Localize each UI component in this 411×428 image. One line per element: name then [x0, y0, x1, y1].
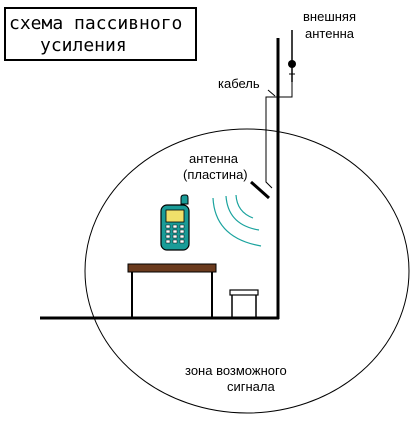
- phone-key: [179, 229, 185, 234]
- signal-waves: [212, 194, 262, 247]
- antenna-head: [288, 60, 296, 68]
- title-line-1: схема пассивного: [9, 13, 182, 34]
- title-box: схема пассивного усиления: [4, 7, 197, 61]
- phone-key: [165, 239, 171, 244]
- title-line-2: усиления: [40, 35, 127, 56]
- title-frame: [4, 7, 197, 61]
- phone-key: [179, 239, 185, 244]
- antenna-icon: [288, 30, 296, 82]
- phone-key: [179, 234, 185, 239]
- phone-antenna-stub: [180, 194, 189, 205]
- mobile-phone-icon: [160, 194, 190, 251]
- signal-wave-3: [212, 197, 262, 247]
- outer-antenna-label-line-1: внешняя: [303, 9, 356, 24]
- phone-key: [172, 234, 178, 239]
- signal-wave-1: [235, 194, 254, 219]
- table-top: [127, 263, 217, 273]
- outer-antenna-label-line-2: антенна: [305, 26, 355, 41]
- phone-key: [165, 224, 171, 229]
- stool-seat: [229, 289, 259, 296]
- phone-key: [165, 234, 171, 239]
- cable-label: кабель: [218, 76, 260, 91]
- phone-keypad: [165, 224, 185, 244]
- inner-antenna-label-line-2: (пластина): [183, 167, 248, 182]
- cable-line: [265, 82, 293, 189]
- cable-pointer: [267, 89, 276, 97]
- stool-icon: [229, 289, 259, 317]
- zone-label-line-2: сигнала: [227, 379, 275, 394]
- signal-zone-ellipse: [84, 128, 410, 414]
- phone-key: [172, 239, 178, 244]
- inner-antenna-label-line-1: антенна: [189, 151, 239, 166]
- phone-key: [179, 224, 185, 229]
- phone-key: [165, 229, 171, 234]
- zone-label-line-1: зона возможного: [185, 363, 287, 378]
- antenna-plate: [250, 180, 270, 200]
- phone-screen: [165, 209, 185, 223]
- signal-wave-2: [225, 195, 260, 231]
- table-icon: [127, 263, 217, 317]
- phone-key: [172, 229, 178, 234]
- phone-key: [172, 224, 178, 229]
